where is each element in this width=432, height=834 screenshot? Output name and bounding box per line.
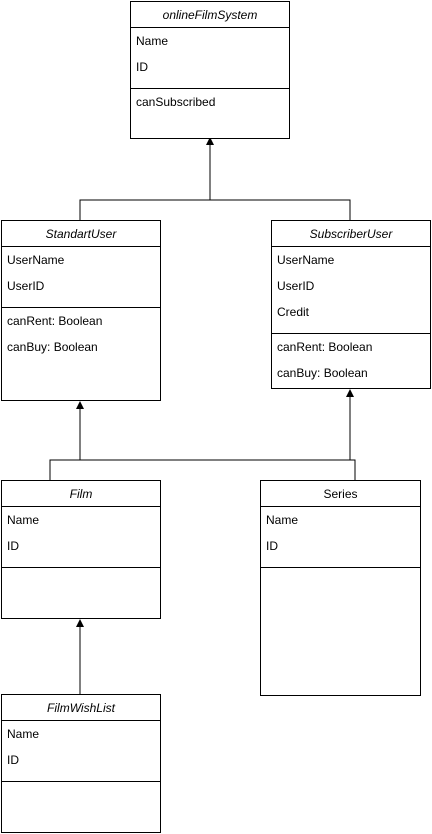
class-title: StandartUser — [2, 221, 160, 247]
attribute-id: ID — [136, 60, 148, 74]
attribute-credit: Credit — [277, 305, 310, 319]
attribute-id: ID — [7, 539, 19, 553]
class-title: Film — [2, 481, 160, 507]
class-subscriber-user[interactable]: SubscriberUser UserName UserID Credit ca… — [271, 220, 431, 389]
method-can-buy: canBuy: Boolean — [277, 366, 368, 380]
attribute-userid: UserID — [7, 279, 45, 293]
class-title: FilmWishList — [2, 695, 160, 721]
connector-film-to-standartuser — [49, 401, 84, 480]
class-film-wish-list[interactable]: FilmWishList Name ID — [1, 694, 161, 833]
connector-standartuser-to-onlinefilmsystem — [79, 137, 214, 220]
class-series[interactable]: Series Name ID — [260, 480, 421, 696]
class-divider — [131, 88, 289, 89]
method-can-subscribed: canSubscribed — [136, 95, 216, 109]
attribute-id: ID — [266, 539, 278, 553]
attribute-username: UserName — [277, 253, 335, 267]
connector-series-to-subscriberuser — [346, 389, 356, 480]
class-divider — [272, 333, 430, 334]
attribute-name: Name — [7, 513, 40, 527]
class-title: Series — [261, 481, 420, 507]
class-divider — [261, 567, 420, 568]
class-divider — [2, 567, 160, 568]
method-can-rent: canRent: Boolean — [7, 314, 103, 328]
connector-subscriberuser-to-onlinefilmsystem — [210, 199, 351, 220]
class-film[interactable]: Film Name ID — [1, 480, 161, 619]
class-title: SubscriberUser — [272, 221, 430, 247]
class-standart-user[interactable]: StandartUser UserName UserID canRent: Bo… — [1, 220, 161, 401]
attribute-id: ID — [7, 753, 19, 767]
class-title: onlineFilmSystem — [131, 2, 289, 28]
attribute-username: UserName — [7, 253, 65, 267]
method-can-buy: canBuy: Boolean — [7, 340, 98, 354]
class-online-film-system[interactable]: onlineFilmSystem Name ID canSubscribed — [130, 1, 290, 139]
method-can-rent: canRent: Boolean — [277, 340, 373, 354]
class-divider — [2, 307, 160, 308]
attribute-name: Name — [7, 727, 40, 741]
attribute-name: Name — [266, 513, 299, 527]
attribute-userid: UserID — [277, 279, 315, 293]
class-divider — [2, 781, 160, 782]
attribute-name: Name — [136, 34, 169, 48]
